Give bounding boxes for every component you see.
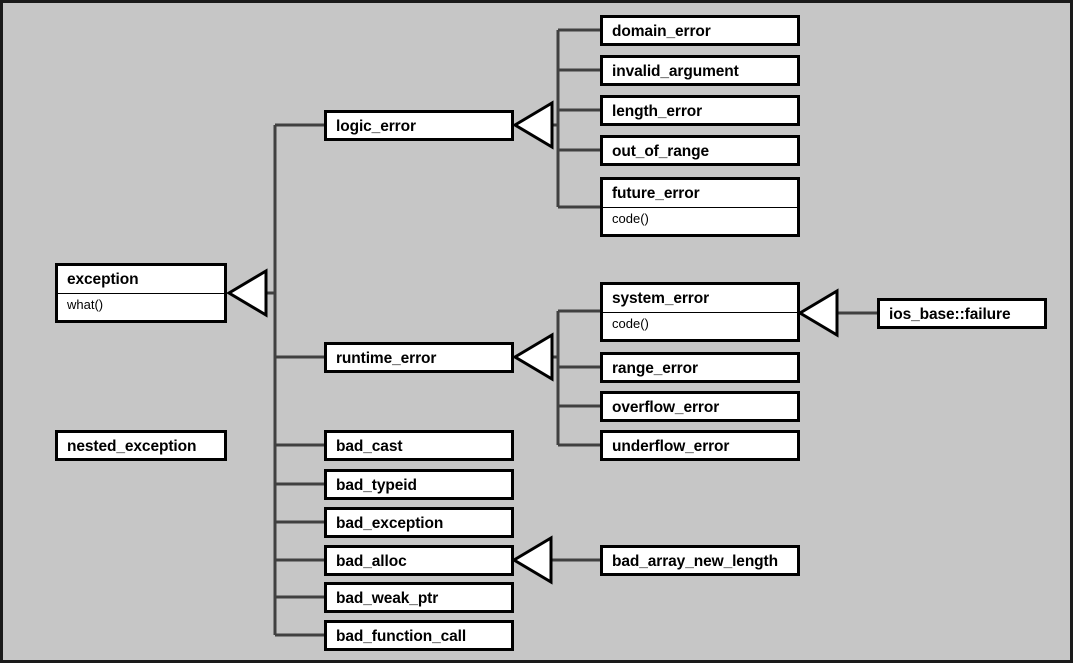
class-box-invalid-argument[interactable]: invalid_argument xyxy=(600,55,800,86)
class-box-domain-error[interactable]: domain_error xyxy=(600,15,800,46)
class-box-bad-alloc[interactable]: bad_alloc xyxy=(324,545,514,576)
class-name-bad-function-call: bad_function_call xyxy=(336,628,467,645)
class-name-domain-error: domain_error xyxy=(612,23,711,40)
class-name-bad-typeid: bad_typeid xyxy=(336,477,417,494)
class-name-range-error: range_error xyxy=(612,360,698,377)
class-box-out-of-range[interactable]: out_of_range xyxy=(600,135,800,166)
class-box-overflow-error[interactable]: overflow_error xyxy=(600,391,800,422)
class-name-bad-cast: bad_cast xyxy=(336,438,403,455)
class-name-invalid-argument: invalid_argument xyxy=(612,63,739,80)
class-box-bad-typeid[interactable]: bad_typeid xyxy=(324,469,514,500)
class-box-runtime-error[interactable]: runtime_error xyxy=(324,342,514,373)
generalization-arrowhead-system-error xyxy=(797,288,839,338)
class-name-logic-error: logic_error xyxy=(336,118,416,135)
class-box-bad-exception[interactable]: bad_exception xyxy=(324,507,514,538)
class-member-future-error-code: code() xyxy=(603,206,797,231)
class-box-bad-function-call[interactable]: bad_function_call xyxy=(324,620,514,651)
class-box-range-error[interactable]: range_error xyxy=(600,352,800,383)
class-name-bad-alloc: bad_alloc xyxy=(336,553,407,570)
class-name-out-of-range: out_of_range xyxy=(612,143,709,160)
class-name-system-error: system_error xyxy=(612,290,710,307)
generalization-arrowhead-logic-error xyxy=(512,100,554,150)
class-box-bad-cast[interactable]: bad_cast xyxy=(324,430,514,461)
class-name-ios-base-failure: ios_base::failure xyxy=(889,306,1011,323)
class-name-overflow-error: overflow_error xyxy=(612,399,720,416)
class-name-bad-exception: bad_exception xyxy=(336,515,444,532)
connector-layer xyxy=(226,28,877,637)
class-box-bad-weak-ptr[interactable]: bad_weak_ptr xyxy=(324,582,514,613)
class-name-length-error: length_error xyxy=(612,103,703,120)
class-box-logic-error[interactable]: logic_error xyxy=(324,110,514,141)
generalization-arrowhead-exception xyxy=(226,268,268,318)
class-box-underflow-error[interactable]: underflow_error xyxy=(600,430,800,461)
class-member-system-error-code: code() xyxy=(603,311,797,336)
class-name-exception: exception xyxy=(67,271,139,288)
generalization-arrowhead-bad-alloc xyxy=(511,535,553,585)
class-box-nested-exception[interactable]: nested_exception xyxy=(55,430,227,461)
class-box-exception[interactable]: exception what() xyxy=(55,263,227,323)
class-name-underflow-error: underflow_error xyxy=(612,438,730,455)
class-box-length-error[interactable]: length_error xyxy=(600,95,800,126)
class-name-bad-array-new-length: bad_array_new_length xyxy=(612,553,778,570)
class-name-runtime-error: runtime_error xyxy=(336,350,437,367)
class-box-future-error[interactable]: future_error code() xyxy=(600,177,800,237)
class-box-ios-base-failure[interactable]: ios_base::failure xyxy=(877,298,1047,329)
class-name-bad-weak-ptr: bad_weak_ptr xyxy=(336,590,439,607)
class-member-exception-what: what() xyxy=(58,292,224,317)
generalization-arrowhead-runtime-error xyxy=(512,332,554,382)
class-name-nested-exception: nested_exception xyxy=(67,438,197,455)
class-box-bad-array-new-length[interactable]: bad_array_new_length xyxy=(600,545,800,576)
class-name-future-error: future_error xyxy=(612,185,700,202)
class-box-system-error[interactable]: system_error code() xyxy=(600,282,800,342)
